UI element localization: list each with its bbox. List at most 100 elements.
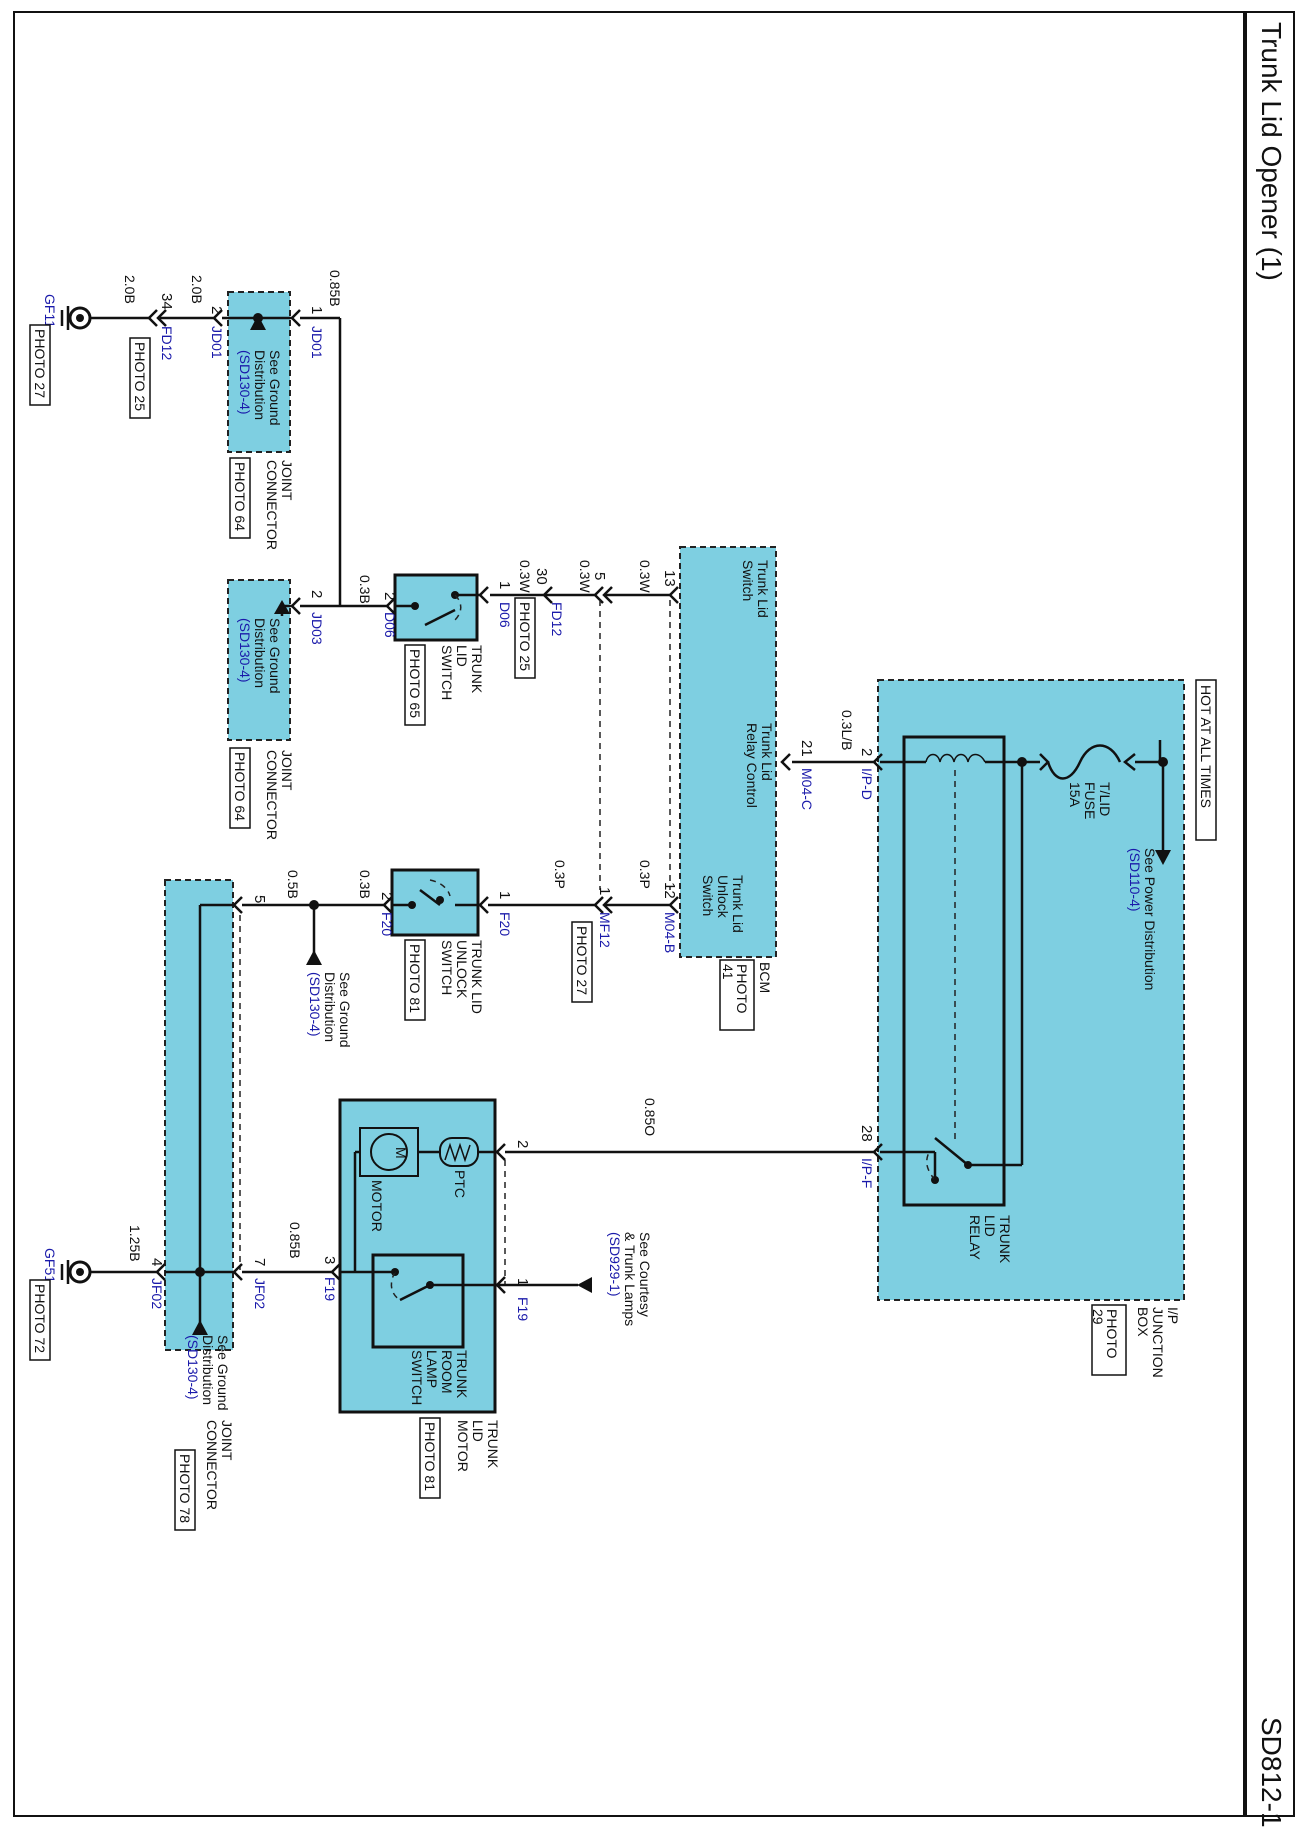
courtesy-code: (SD929-1) xyxy=(607,1232,623,1297)
pin-f20b: 2 xyxy=(378,892,395,900)
fuse-clip-b xyxy=(1039,753,1050,771)
unlock-ground-2: Distribution xyxy=(322,972,338,1042)
wire-085b-b: 0.85B xyxy=(287,1222,303,1259)
joint2-line1: JOINT xyxy=(279,750,295,791)
gf11-ground-icon xyxy=(68,306,92,330)
pin-d06b: 2 xyxy=(381,592,398,600)
page-code: SD812-1 xyxy=(1256,1717,1287,1828)
conn-fd12-b: FD12 xyxy=(159,326,175,360)
pin-jd01a: 1 xyxy=(308,306,325,314)
page-title: Trunk Lid Opener (1) xyxy=(1256,22,1287,281)
conn-jf02-a: JF02 xyxy=(252,1278,268,1309)
photo64-b-box xyxy=(229,747,251,829)
hot-label-box xyxy=(1195,679,1217,841)
conn-d06-b: D06 xyxy=(382,612,398,638)
power-ref: See Power Distribution xyxy=(1142,848,1158,990)
bcm-switch-2: Switch xyxy=(740,560,756,601)
wire-20b-a: 2.0B xyxy=(189,275,205,304)
conn-fd12-a: FD12 xyxy=(549,602,565,636)
power-ref-code: (SD110-4) xyxy=(1127,848,1143,912)
tus-spring xyxy=(429,879,451,897)
motor-clip-2 xyxy=(495,1143,506,1161)
motor-icon xyxy=(370,1133,408,1171)
bcm-name: BCM xyxy=(757,962,773,993)
ip-junction-box xyxy=(877,679,1185,1301)
hot-label: HOT AT ALL TIMES xyxy=(1198,685,1214,808)
photo25-b: PHOTO 25 xyxy=(132,342,148,411)
motor-label: MOTOR xyxy=(369,1180,385,1232)
page-frame xyxy=(13,11,1295,1817)
ptc-resistor xyxy=(444,1142,471,1163)
bcm-photo1: PHOTO xyxy=(734,964,750,1014)
rls-spring xyxy=(390,1271,401,1301)
pin-bcm13: 13 xyxy=(661,570,678,587)
wire-03w-a: 0.3W xyxy=(637,560,653,593)
photo72-box xyxy=(29,1279,51,1361)
tus-label-1: TRUNK LID xyxy=(469,940,485,1014)
conn-mf12: MF12 xyxy=(597,912,613,948)
rls-label-3: LAMP xyxy=(424,1350,440,1388)
conn-jd01-a: JD01 xyxy=(309,326,325,359)
photo78: PHOTO 78 xyxy=(177,1454,193,1523)
photo27-b-box xyxy=(571,921,593,1003)
wire-20b-b: 2.0B xyxy=(122,275,138,304)
gf51-ground-icon xyxy=(68,1260,92,1284)
f20-clip-a xyxy=(478,896,489,914)
courtesy-1: See Courtesy xyxy=(637,1232,653,1317)
pin-bcm21: 21 xyxy=(798,740,815,757)
f19-clip-a xyxy=(495,1276,506,1294)
tus-label-3: SWITCH xyxy=(439,940,455,995)
tus-label-2: UNLOCK xyxy=(454,940,470,999)
power-ref-arrow xyxy=(1155,850,1171,865)
relay-coil xyxy=(925,753,986,763)
bcm-photo2: 41 xyxy=(720,964,736,980)
conn-m04b: M04-B xyxy=(662,912,678,953)
fuse-name: T/LID xyxy=(1097,782,1113,816)
wire-03b-a: 0.3B xyxy=(357,575,373,604)
conn-d06-a: D06 xyxy=(497,602,513,628)
unlock-ground-1: See Ground xyxy=(337,972,353,1048)
ip-photo2: 29 xyxy=(1090,1309,1106,1325)
wire-03p-b: 0.3P xyxy=(552,860,568,889)
tls-label-3: SWITCH xyxy=(439,645,455,700)
photo81-b: PHOTO 81 xyxy=(422,1422,438,1491)
joint1-line1: JOINT xyxy=(279,460,295,501)
jf02-clip-7 xyxy=(232,1263,243,1281)
bcm-unlock-1: Trunk Lid xyxy=(730,875,746,933)
motor-m: M xyxy=(393,1147,409,1159)
trunk-lid-switch xyxy=(393,573,479,642)
photo27-a: PHOTO 27 xyxy=(32,329,48,398)
wire-03p-a: 0.3P xyxy=(637,860,653,889)
ptc-label: PTC xyxy=(452,1170,468,1198)
jf02-ground-1: See Ground xyxy=(215,1335,231,1411)
conn-ipd: I/P-D xyxy=(859,768,875,800)
joint3-line1: JOINT xyxy=(219,1420,235,1461)
relay-line1: TRUNK xyxy=(997,1215,1013,1264)
title-group: Trunk Lid Opener (1) SD812-1 xyxy=(1256,22,1287,1828)
relay-spring xyxy=(925,1149,936,1181)
photo64-a: PHOTO 64 xyxy=(232,462,248,531)
rls-label-4: SWITCH xyxy=(409,1350,425,1405)
jd03-ground-code: (SD130-4) xyxy=(237,618,253,683)
conn-gf11: GF11 xyxy=(42,294,58,328)
tls-arm xyxy=(424,608,456,627)
pin-f19b: 3 xyxy=(321,1256,338,1264)
wire-125b: 1.25B xyxy=(127,1225,143,1262)
relay-box xyxy=(902,735,1006,1207)
pin-f19a: 1 xyxy=(514,1278,531,1286)
bcm-switch-1: Trunk Lid xyxy=(755,560,771,618)
wire-085b-a: 0.85B xyxy=(327,270,343,307)
rls-label-1: TRUNK xyxy=(454,1350,470,1399)
jd01-clip-a xyxy=(290,309,301,327)
gf11-ground-dot xyxy=(76,314,84,322)
conn-m04c: M04-C xyxy=(799,768,815,810)
photo64-a-box xyxy=(229,457,251,539)
photo65-box xyxy=(404,644,426,726)
pin-jd01b: 2 xyxy=(208,306,225,314)
jd03-ground-2: Distribution xyxy=(252,618,268,688)
joint1-line2: CONNECTOR xyxy=(264,460,280,550)
ip-photo1: PHOTO xyxy=(1104,1309,1120,1359)
pin-c5a: 5 xyxy=(591,572,608,580)
photo25-b-box xyxy=(129,337,151,419)
motor-comp-2: LID xyxy=(470,1420,486,1442)
